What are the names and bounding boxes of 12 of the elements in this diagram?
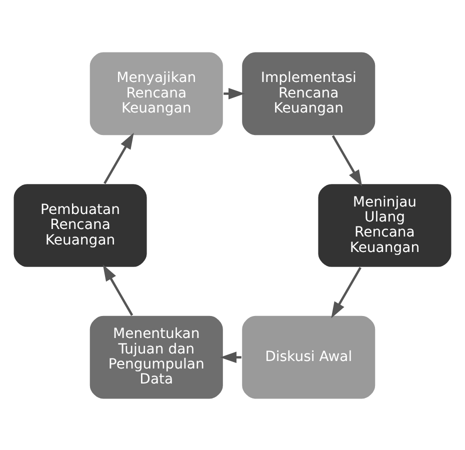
node-box: Pembuatan Rencana Keuangan	[12, 182, 148, 268]
node-box: Implementasi Rencana Keuangan	[240, 50, 376, 136]
arrow	[102, 264, 134, 316]
node-box: Menyajikan Rencana Keuangan	[88, 50, 224, 136]
arrow	[220, 351, 242, 363]
arrow	[224, 87, 245, 99]
node-box: Diskusi Awal	[240, 314, 376, 400]
node-box: Meninjau Ulang Rencana Keuangan	[317, 182, 452, 268]
node-box: Menentukan Tujuan dan Pengumpulan Data	[88, 314, 224, 400]
arrow	[104, 132, 134, 184]
arrow	[332, 134, 362, 186]
arrow	[331, 266, 362, 318]
